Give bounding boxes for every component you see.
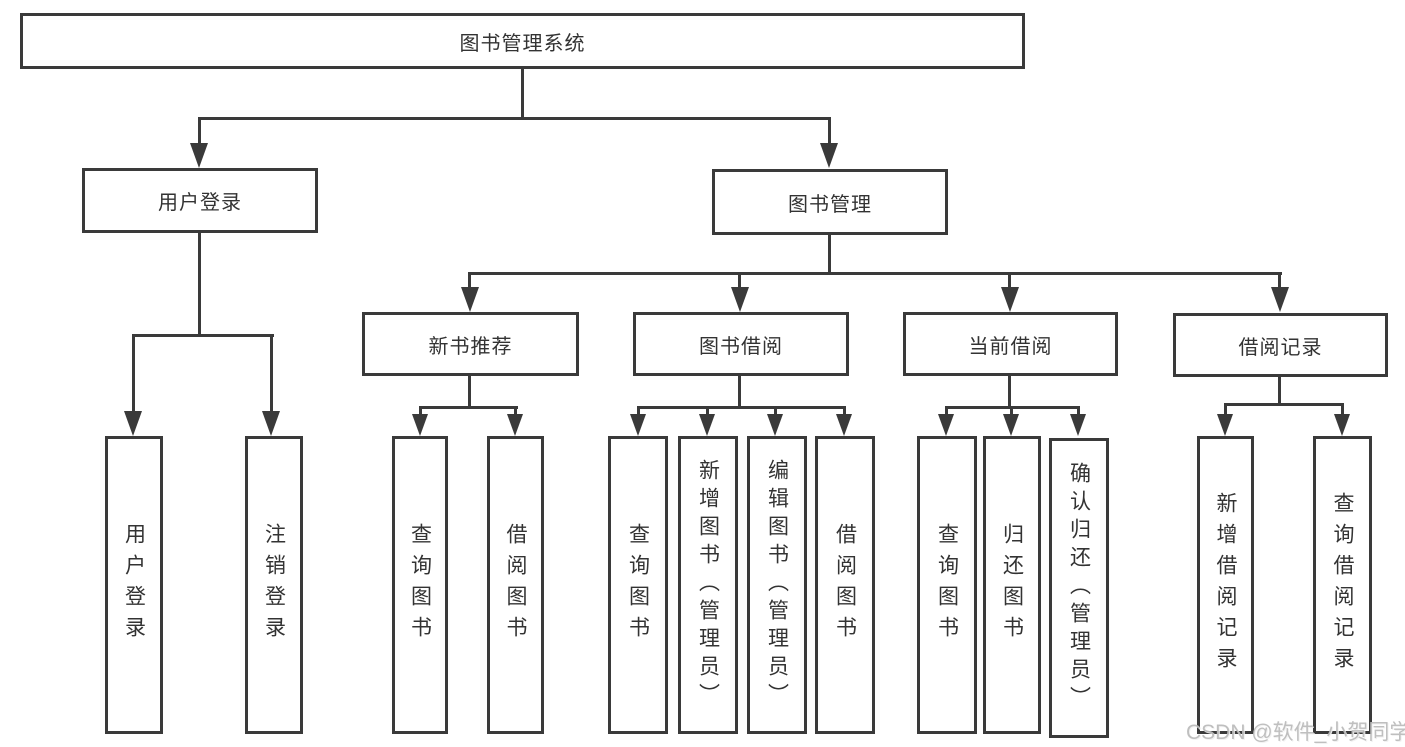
leaf-label: 查询图书 [935, 523, 959, 647]
connector-bookmgmt-split [468, 272, 1282, 275]
leaf-user-login: 用户登录 [105, 436, 163, 734]
arrowhead-down-icon [262, 411, 280, 436]
connector-root-right-drop [828, 117, 831, 144]
arrowhead-down-icon [1334, 414, 1350, 436]
leaf-bb-edit-book-admin: 编辑图书（管理员） [747, 436, 807, 734]
leaf-label: 查询图书 [626, 523, 650, 647]
leaf-bb-add-book-admin: 新增图书（管理员） [678, 436, 738, 734]
connector-bookborrow-drop-3 [774, 406, 777, 416]
connector-newbook-drop-2 [514, 406, 517, 416]
arrowhead-down-icon [938, 414, 954, 436]
arrowhead-down-icon [507, 414, 523, 436]
node-new-book-recommend: 新书推荐 [362, 312, 579, 376]
arrowhead-down-icon [731, 287, 749, 312]
leaf-br-query-record: 查询借阅记录 [1313, 436, 1372, 734]
arrowhead-down-icon [1003, 414, 1019, 436]
connector-newbook-split [419, 406, 518, 409]
connector-bookborrow-drop-2 [706, 406, 709, 416]
connector-l3-drop-4 [1278, 272, 1281, 287]
arrowhead-down-icon [699, 414, 715, 436]
leaf-label: 编辑图书（管理员） [765, 459, 789, 711]
leaf-bb-borrow-books: 借阅图书 [815, 436, 875, 734]
leaf-cb-return-books: 归还图书 [983, 436, 1041, 734]
connector-bookborrow-drop-1 [637, 406, 640, 416]
node-label: 当前借阅 [968, 335, 1053, 358]
connector-bookborrow-stem [738, 375, 741, 407]
leaf-logout: 注销登录 [245, 436, 303, 734]
connector-currentborrow-stem [1008, 375, 1011, 407]
node-book-management: 图书管理 [712, 169, 948, 235]
node-current-borrow: 当前借阅 [903, 312, 1118, 376]
connector-borrowrecord-stem [1278, 376, 1281, 404]
leaf-label: 新增借阅记录 [1214, 492, 1237, 678]
arrowhead-down-icon [820, 143, 838, 168]
leaf-label: 新增图书（管理员） [696, 459, 720, 711]
leaf-nb-query-books: 查询图书 [392, 436, 448, 734]
connector-bookborrow-split [637, 406, 846, 409]
connector-userlogin-right-drop [270, 334, 273, 412]
connector-userlogin-stem [198, 232, 201, 334]
node-label: 图书借阅 [699, 335, 783, 358]
arrowhead-down-icon [630, 414, 646, 436]
arrowhead-down-icon [412, 414, 428, 436]
connector-l3-drop-3 [1008, 272, 1011, 287]
node-label: 图书管理系统 [459, 32, 586, 55]
leaf-label: 确认归还（管理员） [1067, 462, 1091, 714]
node-borrow-record: 借阅记录 [1173, 313, 1388, 377]
arrowhead-down-icon [1271, 287, 1289, 312]
connector-root-split [198, 117, 831, 120]
leaf-bb-query-books: 查询图书 [608, 436, 668, 734]
connector-borrowrecord-drop-1 [1224, 403, 1227, 414]
connector-userlogin-left-drop [132, 334, 135, 412]
node-label: 新书推荐 [428, 335, 513, 358]
leaf-label: 借阅图书 [833, 523, 857, 647]
connector-newbook-stem [468, 375, 471, 407]
leaf-label: 借阅图书 [504, 523, 527, 647]
connector-newbook-drop-1 [419, 406, 422, 416]
node-label: 图书管理 [788, 193, 872, 216]
leaf-label: 归还图书 [1000, 523, 1024, 647]
leaf-br-add-record: 新增借阅记录 [1197, 436, 1254, 734]
leaf-nb-borrow-books: 借阅图书 [487, 436, 544, 734]
leaf-label: 注销登录 [262, 523, 286, 647]
arrowhead-down-icon [767, 414, 783, 436]
connector-bookborrow-drop-4 [843, 406, 846, 416]
arrowhead-down-icon [124, 411, 142, 436]
connector-l3-drop-1 [468, 272, 471, 287]
connector-borrowrecord-drop-2 [1341, 403, 1344, 414]
connector-currentborrow-drop-1 [945, 406, 948, 416]
arrowhead-down-icon [190, 143, 208, 168]
leaf-label: 查询借阅记录 [1331, 492, 1354, 678]
connector-borrowrecord-split [1224, 403, 1344, 406]
arrowhead-down-icon [1070, 414, 1086, 436]
arrowhead-down-icon [1217, 414, 1233, 436]
connector-root-stem [521, 68, 524, 117]
connector-currentborrow-drop-2 [1010, 406, 1013, 416]
leaf-label: 查询图书 [408, 523, 432, 647]
csdn-watermark: CSDN @软件_小贺同学 [1186, 721, 1405, 744]
connector-userlogin-split [132, 334, 274, 337]
node-label: 借阅记录 [1238, 336, 1323, 359]
connector-currentborrow-drop-3 [1077, 406, 1080, 416]
arrowhead-down-icon [461, 287, 479, 312]
node-user-login: 用户登录 [82, 168, 318, 233]
leaf-cb-confirm-return-admin: 确认归还（管理员） [1049, 438, 1109, 738]
connector-bookmgmt-stem [828, 234, 831, 273]
connector-root-left-drop [198, 117, 201, 144]
leaf-cb-query-books: 查询图书 [917, 436, 977, 734]
node-label: 用户登录 [158, 192, 242, 214]
arrowhead-down-icon [1001, 287, 1019, 312]
node-book-borrow: 图书借阅 [633, 312, 849, 376]
arrowhead-down-icon [836, 414, 852, 436]
connector-l3-drop-2 [738, 272, 741, 287]
leaf-label: 用户登录 [122, 523, 146, 647]
node-root: 图书管理系统 [20, 13, 1025, 69]
